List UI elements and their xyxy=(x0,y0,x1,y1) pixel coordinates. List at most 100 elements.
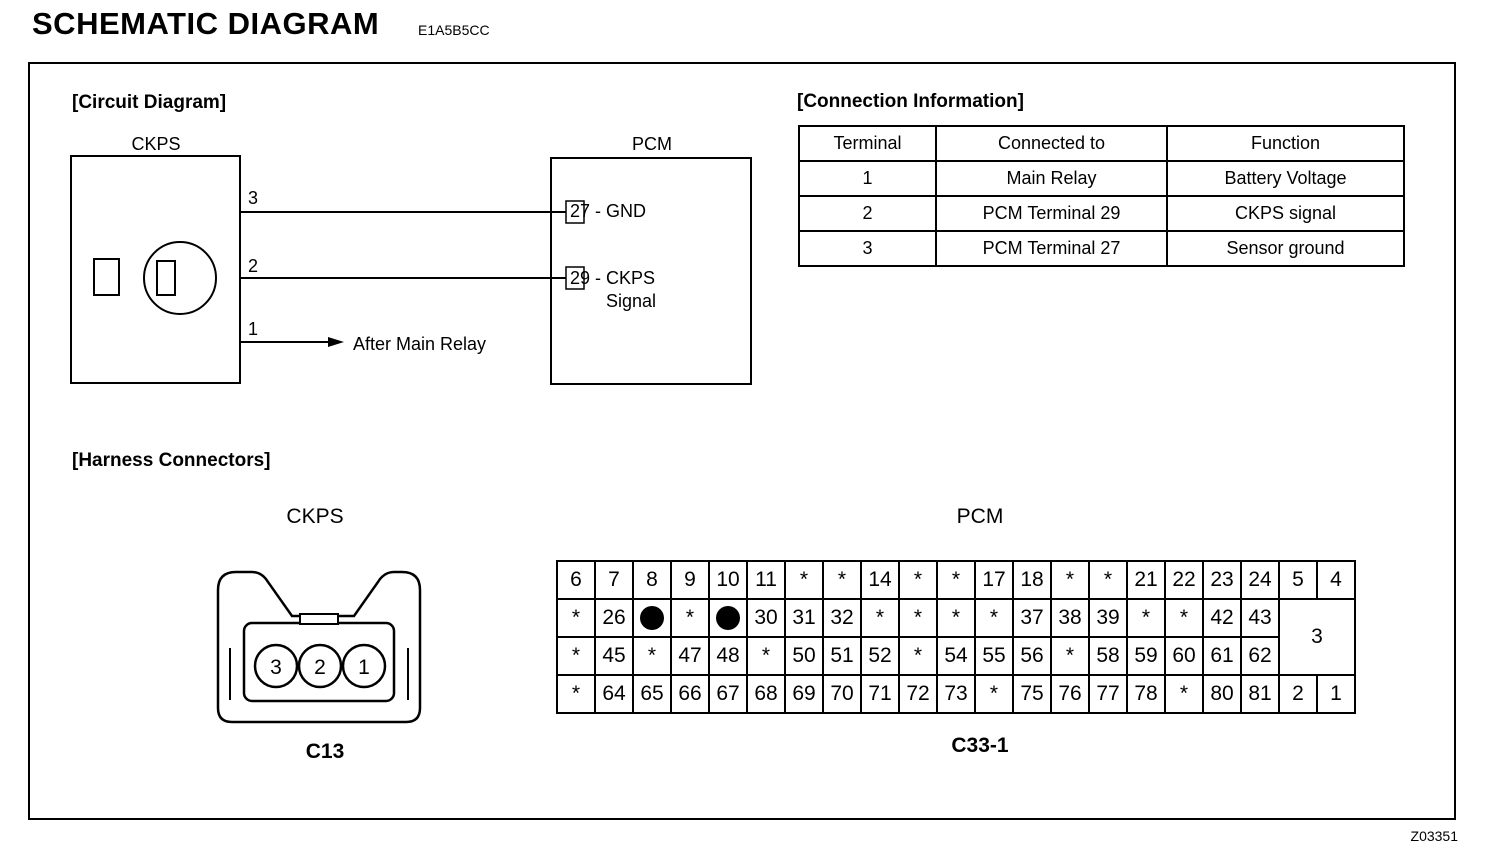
pcm-terminal-27-label: - GND xyxy=(590,201,647,221)
pcm-pin-cell: 56 xyxy=(1012,636,1052,676)
sensor-element-icon xyxy=(93,258,120,296)
ckps-pin-3 xyxy=(253,643,299,689)
pcm-pin-cell: 21 xyxy=(1126,560,1166,600)
pcm-pin-cell: * xyxy=(1088,560,1128,600)
pcm-connector-id: C33-1 xyxy=(951,734,1009,757)
table-cell: Main Relay xyxy=(935,160,1168,197)
ckps-pin2-number: 2 xyxy=(248,256,259,276)
pcm-pin-cell: 58 xyxy=(1088,636,1128,676)
table-cell: Sensor ground xyxy=(1166,230,1405,267)
pcm-pin-cell: 3 xyxy=(1278,598,1356,676)
pcm-pin-cell: 66 xyxy=(670,674,710,714)
table-cell: Battery Voltage xyxy=(1166,160,1405,197)
sensor-magnet-icon xyxy=(143,241,217,315)
connection-table: Terminal Connected to Function 1 Main Re… xyxy=(798,125,1405,267)
pcm-pin-cell: 64 xyxy=(594,674,634,714)
pcm-pin-cell: 77 xyxy=(1088,674,1128,714)
ckps-label: CKPS xyxy=(131,134,181,154)
pcm-pin-cell: * xyxy=(746,636,786,676)
ckps-connector-id: C13 xyxy=(305,740,345,763)
diagram-frame xyxy=(28,62,1456,820)
table-cell: PCM Terminal 29 xyxy=(935,195,1168,232)
pcm-pin-cell: 26 xyxy=(594,598,634,638)
pcm-pin-cell: 24 xyxy=(1240,560,1280,600)
page-title: SCHEMATIC DIAGRAM xyxy=(32,6,380,41)
pcm-pin-cell: 18 xyxy=(1012,560,1052,600)
table-row: 2 PCM Terminal 29 CKPS signal xyxy=(798,195,1405,232)
pcm-pin-cell: 4 xyxy=(1316,560,1356,600)
pcm-pin-cell: 22 xyxy=(1164,560,1204,600)
pcm-pin-cell: 5 xyxy=(1278,560,1318,600)
pcm-pin-cell: 62 xyxy=(1240,636,1280,676)
table-cell: PCM Terminal 27 xyxy=(935,230,1168,267)
circuit-diagram-heading: [Circuit Diagram] xyxy=(72,92,227,113)
pcm-pin-cell: 42 xyxy=(1202,598,1242,638)
table-header-row: Terminal Connected to Function xyxy=(798,125,1405,162)
pcm-terminal-29: 29 - CKPS xyxy=(570,268,655,289)
pcm-terminal-29-number: 29 xyxy=(570,268,591,288)
pcm-pin-cell: 50 xyxy=(784,636,824,676)
pcm-terminal-29-label: - CKPS xyxy=(590,268,656,288)
pcm-pin-cell: * xyxy=(1126,598,1166,638)
pcm-pin-cell: 17 xyxy=(974,560,1014,600)
table-cell: 3 xyxy=(798,230,937,267)
pcm-terminal-29-label2: Signal xyxy=(606,291,657,311)
pcm-pin-cell: 52 xyxy=(860,636,900,676)
pcm-pin-cell: 6 xyxy=(556,560,596,600)
pcm-terminal-29-box xyxy=(565,266,585,290)
document-code: E1A5B5CC xyxy=(418,22,490,38)
pcm-pin-cell: * xyxy=(632,636,672,676)
pcm-pin-cell: 8 xyxy=(632,560,672,600)
pin-used-dot-icon xyxy=(716,606,740,631)
pcm-pin-cell: 31 xyxy=(784,598,824,638)
pcm-pin-cell: 55 xyxy=(974,636,1014,676)
pcm-pin-cell: 7 xyxy=(594,560,634,600)
pcm-terminal-27-number: 27 xyxy=(570,201,591,221)
pcm-pin-cell: * xyxy=(1050,636,1090,676)
pcm-pin-cell: 76 xyxy=(1050,674,1090,714)
pcm-pin-cell: 39 xyxy=(1088,598,1128,638)
pcm-pin-cell: * xyxy=(556,636,596,676)
pcm-pin-cell: * xyxy=(898,598,938,638)
pcm-pin-cell: * xyxy=(784,560,824,600)
harness-connectors-heading: [Harness Connectors] xyxy=(72,450,271,471)
pcm-pin-cell: * xyxy=(1164,674,1204,714)
pcm-pin-cell: 72 xyxy=(898,674,938,714)
pcm-pin-cell: 2 xyxy=(1278,674,1318,714)
pcm-pin-cell: 65 xyxy=(632,674,672,714)
pcm-pin-cell: 81 xyxy=(1240,674,1280,714)
pcm-pin-cell: * xyxy=(974,598,1014,638)
pcm-pin-cell: * xyxy=(556,598,596,638)
pcm-pin-cell: 14 xyxy=(860,560,900,600)
pcm-pin-cell: 60 xyxy=(1164,636,1204,676)
pcm-pin-cell: 10 xyxy=(708,560,748,600)
pcm-pin-cell xyxy=(708,598,748,638)
pcm-pin-cell: 73 xyxy=(936,674,976,714)
pcm-label: PCM xyxy=(632,134,672,154)
table-row: 3 PCM Terminal 27 Sensor ground xyxy=(798,230,1405,267)
pcm-pin-cell: * xyxy=(974,674,1014,714)
pcm-pin-cell: 9 xyxy=(670,560,710,600)
pcm-pin-cell: 47 xyxy=(670,636,710,676)
pcm-terminal-27: 27 - GND xyxy=(570,201,646,222)
pcm-pin-cell: * xyxy=(1050,560,1090,600)
pcm-pin-cell: 68 xyxy=(746,674,786,714)
pcm-pin-cell: 61 xyxy=(1202,636,1242,676)
after-main-relay-label: After Main Relay xyxy=(353,334,487,354)
pcm-pin-cell: * xyxy=(898,560,938,600)
ckps-pin-1 xyxy=(341,643,387,689)
pcm-pin-cell: * xyxy=(670,598,710,638)
table-cell: 1 xyxy=(798,160,937,197)
pcm-pin-cell: 30 xyxy=(746,598,786,638)
pcm-pin-cell: * xyxy=(936,560,976,600)
pcm-pin-cell: 1 xyxy=(1316,674,1356,714)
ckps-pin-label-2: 2 xyxy=(314,656,326,679)
pcm-pin-cell: * xyxy=(936,598,976,638)
pcm-pin-cell: 71 xyxy=(860,674,900,714)
